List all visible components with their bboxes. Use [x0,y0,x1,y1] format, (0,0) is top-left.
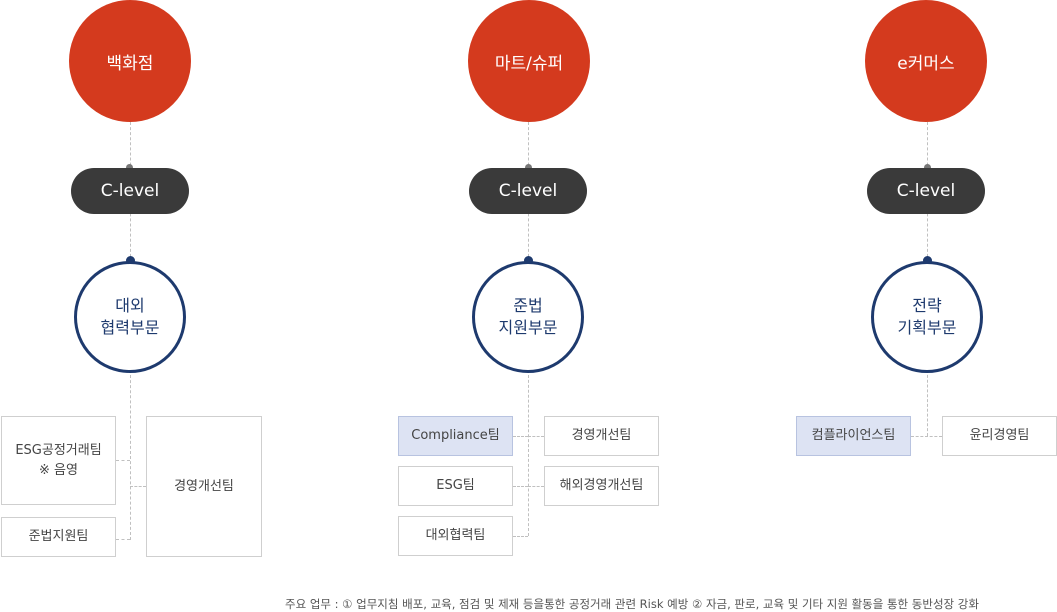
team-label: 해외경영개선팀 [559,478,644,493]
connector-dot [525,164,532,171]
team-external-cooperation: 대외협력팀 [398,516,513,556]
connector-line [528,486,544,487]
team-label: 컴플라이언스팀 [811,428,896,443]
team-overseas-management-improvement: 해외경영개선팀 [544,466,659,506]
connector-dot [924,164,931,171]
team-label: ESG팀 [436,478,475,493]
team-ethics-management: 윤리경영팀 [942,416,1057,456]
division-strategy-planning: 전략 기획부문 [871,261,983,373]
channel-mart-super: 마트/슈퍼 [468,0,590,122]
division-compliance-support: 준법 지원부문 [472,261,584,373]
footnote: 주요 업무 : ① 업무지침 배포, 교육, 점검 및 제재 등을통한 공정거래… [285,597,979,611]
c-level-label: C-level [896,181,956,201]
division-label-line1: 대외 [115,296,145,315]
connector-line [528,436,544,437]
team-compliance: Compliance팀 [398,416,513,456]
channel-label: e커머스 [897,53,955,74]
team-label: ESG공정거래팀 [15,442,102,458]
connector-dot [524,256,533,265]
division-label-line1: 전략 [912,296,942,315]
connector-line [513,436,528,437]
team-label: Compliance팀 [411,428,500,443]
division-label-line2: 기획부문 [897,318,957,337]
team-label: 대외협력팀 [425,528,486,543]
channel-department-store: 백화점 [69,0,191,122]
channel-e-commerce: e커머스 [865,0,987,122]
team-compliance-support: 준법지원팀 [1,517,116,557]
c-level-label: C-level [100,181,160,201]
connector-line [116,460,130,461]
team-label: 경영개선팀 [174,478,234,494]
c-level-label: C-level [498,181,558,201]
channel-label: 백화점 [106,53,154,74]
team-esg-fair-trade: ESG공정거래팀 ※ 음영 [1,416,116,505]
connector-line [528,370,529,536]
connector-dot [923,256,932,265]
division-label-line2: 협력부문 [100,318,160,337]
division-label-line1: 준법 [513,296,543,315]
team-esg: ESG팀 [398,466,513,506]
connector-line [911,436,942,437]
c-level-pill: C-level [867,168,985,214]
c-level-pill: C-level [469,168,587,214]
connector-line [927,370,928,436]
team-label: 윤리경영팀 [969,428,1030,443]
division-external-cooperation: 대외 협력부문 [74,261,186,373]
connector-dot [126,256,135,265]
c-level-pill: C-level [71,168,189,214]
connector-dot [126,164,133,171]
connector-line [513,536,528,537]
connector-line [130,370,131,540]
team-label: 준법지원팀 [28,529,89,544]
connector-line [130,486,146,487]
team-label: 경영개선팀 [571,428,632,443]
connector-line [116,539,130,540]
channel-label: 마트/슈퍼 [494,53,564,74]
team-management-improvement: 경영개선팀 [544,416,659,456]
shading-note: ※ 음영 [39,462,78,478]
team-compliance: 컴플라이언스팀 [796,416,911,456]
team-management-improvement: 경영개선팀 [146,416,262,557]
division-label-line2: 지원부문 [498,318,558,337]
connector-line [513,486,528,487]
